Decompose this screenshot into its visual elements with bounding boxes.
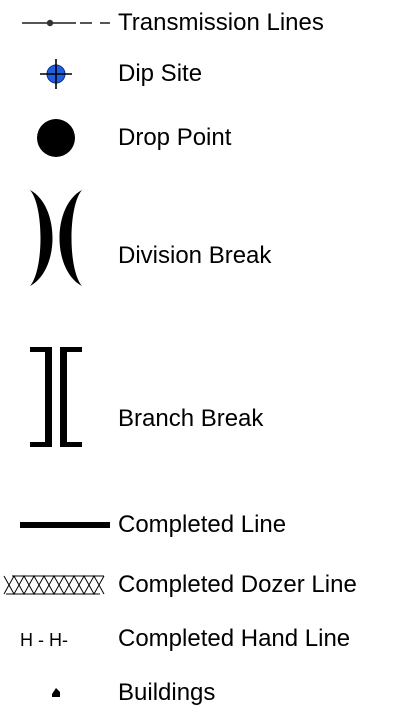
legend-item-completed-line: Completed Line bbox=[0, 510, 409, 540]
legend-item-completed-hand-line: H - H- Completed Hand Line bbox=[0, 624, 409, 654]
drop-point-icon bbox=[0, 118, 112, 158]
legend-label-completed-hand-line: Completed Hand Line bbox=[118, 625, 351, 652]
division-break-icon bbox=[0, 186, 112, 290]
legend-label-division-break: Division Break bbox=[118, 242, 272, 269]
branch-break-icon bbox=[0, 345, 112, 449]
legend-label-completed-line: Completed Line bbox=[118, 511, 287, 538]
legend-label-completed-dozer-line: Completed Dozer Line bbox=[118, 571, 357, 598]
legend-item-drop-point: Drop Point bbox=[0, 118, 409, 158]
legend-item-buildings: Buildings bbox=[0, 678, 409, 708]
legend-label-drop-point: Drop Point bbox=[118, 124, 232, 151]
legend-label-transmission-lines: Transmission Lines bbox=[118, 9, 324, 36]
legend-label-dip-site: Dip Site bbox=[118, 60, 203, 87]
legend-item-branch-break: Branch Break bbox=[0, 345, 409, 449]
hand-line-icon: H - H- bbox=[0, 624, 112, 654]
completed-line-icon bbox=[8, 510, 112, 540]
legend-label-buildings: Buildings bbox=[118, 679, 216, 706]
legend-item-division-break: Division Break bbox=[0, 186, 409, 290]
building-icon bbox=[0, 678, 112, 708]
dip-site-icon bbox=[0, 57, 112, 91]
dozer-line-icon bbox=[0, 570, 112, 600]
legend-item-transmission-lines: Transmission Lines bbox=[0, 8, 409, 38]
hand-line-symbol-text: H - H- bbox=[20, 630, 68, 650]
transmission-line-icon bbox=[4, 8, 112, 38]
legend-item-completed-dozer-line: Completed Dozer Line bbox=[0, 570, 409, 600]
legend-label-branch-break: Branch Break bbox=[118, 405, 264, 432]
legend-item-dip-site: Dip Site bbox=[0, 57, 409, 91]
